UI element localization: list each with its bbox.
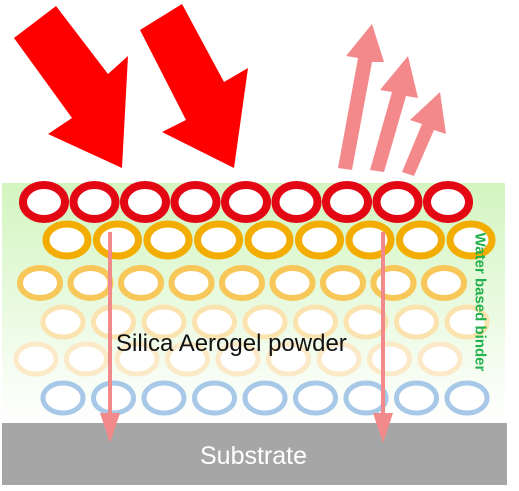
reflected-radiation-arrows <box>338 24 446 176</box>
aerogel-particle-ring-icon <box>269 265 316 301</box>
aerogel-particle-ring-icon <box>64 341 109 377</box>
aerogel-particle-ring-icon <box>67 265 114 301</box>
aerogel-particle-ring-icon <box>114 341 160 377</box>
aerogel-particle-ring-icon <box>322 181 372 223</box>
aerogel-particle-ring-icon <box>244 220 294 260</box>
aerogel-particle-ring-icon <box>120 181 170 223</box>
incoming-radiation-arrows <box>14 4 248 168</box>
aerogel-particle-ring-icon <box>345 220 395 260</box>
aerogel-particle-ring-icon <box>446 220 496 260</box>
aerogel-particle-ring-icon <box>396 220 445 260</box>
aerogel-particle-ring-icon <box>19 181 69 223</box>
substrate-label: Substrate <box>199 442 307 470</box>
aerogel-particle-ring-icon <box>293 304 338 340</box>
aerogel-particle-ring-icon <box>444 380 490 416</box>
aerogel-particle-ring-icon <box>394 304 439 340</box>
aerogel-particle-ring-icon <box>271 181 322 223</box>
aerogel-particle-ring-icon <box>421 265 467 301</box>
aerogel-particle-ring-icon <box>372 181 423 223</box>
aerogel-particle-ring-icon <box>165 341 210 377</box>
aerogel-particle-ring-icon <box>69 181 120 223</box>
aerogel-particle-ring-icon <box>242 380 288 416</box>
aerogel-particle-ring-icon <box>417 341 463 377</box>
aerogel-particle-ring-icon <box>17 265 63 301</box>
aerogel-particle-ring-icon <box>295 220 344 260</box>
aerogel-particle-ring-icon <box>266 341 311 377</box>
aerogel-particle-ring-icon <box>91 304 136 340</box>
heat-conduction-arrow-icon <box>100 232 120 443</box>
reflected-radiation-arrow-icon <box>370 56 418 172</box>
aerogel-particle-ring-icon <box>192 380 237 416</box>
aerogel-particle-ring-icon <box>367 341 412 377</box>
aerogel-particle-ring-icon <box>141 380 187 416</box>
aerogel-particle-ring-icon <box>170 181 221 223</box>
aerogel-particle-ring-icon <box>316 341 362 377</box>
aerogel-particle-ring-icon <box>320 265 366 301</box>
aerogel-particle-ring-icon <box>143 220 193 260</box>
heat-conduction-arrow-icon <box>373 232 393 443</box>
aerogel-particle-ring-icon <box>13 341 59 377</box>
aerogel-particle-ring-icon <box>343 380 389 416</box>
aerogel-particle-layers <box>13 181 496 416</box>
heat-conduction-arrows <box>100 232 393 443</box>
aerogel-particle-ring-icon <box>141 304 187 340</box>
aerogel-particle-ring-icon <box>343 304 389 340</box>
aerogel-particle-ring-icon <box>423 181 473 223</box>
aerogel-particle-ring-icon <box>370 265 417 301</box>
aerogel-particle-ring-icon <box>242 304 288 340</box>
aerogel-particle-ring-icon <box>215 341 261 377</box>
incoming-radiation-arrow-icon <box>14 6 128 168</box>
aerogel-particle-ring-icon <box>40 304 86 340</box>
aerogel-particle-ring-icon <box>444 304 490 340</box>
reflected-radiation-arrow-icon <box>402 92 446 176</box>
incoming-radiation-arrow-icon <box>140 4 248 168</box>
aerogel-particle-ring-icon <box>40 380 86 416</box>
aerogel-particle-ring-icon <box>221 181 271 223</box>
aerogel-particle-ring-icon <box>192 304 237 340</box>
aerogel-particle-ring-icon <box>168 265 215 301</box>
silica-aerogel-powder-label: Silica Aerogel powder <box>116 330 347 357</box>
aerogel-particle-ring-icon <box>219 265 265 301</box>
substrate-layer <box>2 423 507 485</box>
aerogel-particle-ring-icon <box>293 380 338 416</box>
aerogel-particle-ring-icon <box>91 380 136 416</box>
aerogel-particle-ring-icon <box>93 220 142 260</box>
aerogel-particle-ring-icon <box>194 220 243 260</box>
water-based-binder-label: Water based binder <box>471 232 489 372</box>
aerogel-particle-ring-icon <box>394 380 439 416</box>
aerogel-particle-ring-icon <box>42 220 92 260</box>
aerogel-particle-ring-icon <box>118 265 164 301</box>
reflected-radiation-arrow-icon <box>338 24 384 170</box>
